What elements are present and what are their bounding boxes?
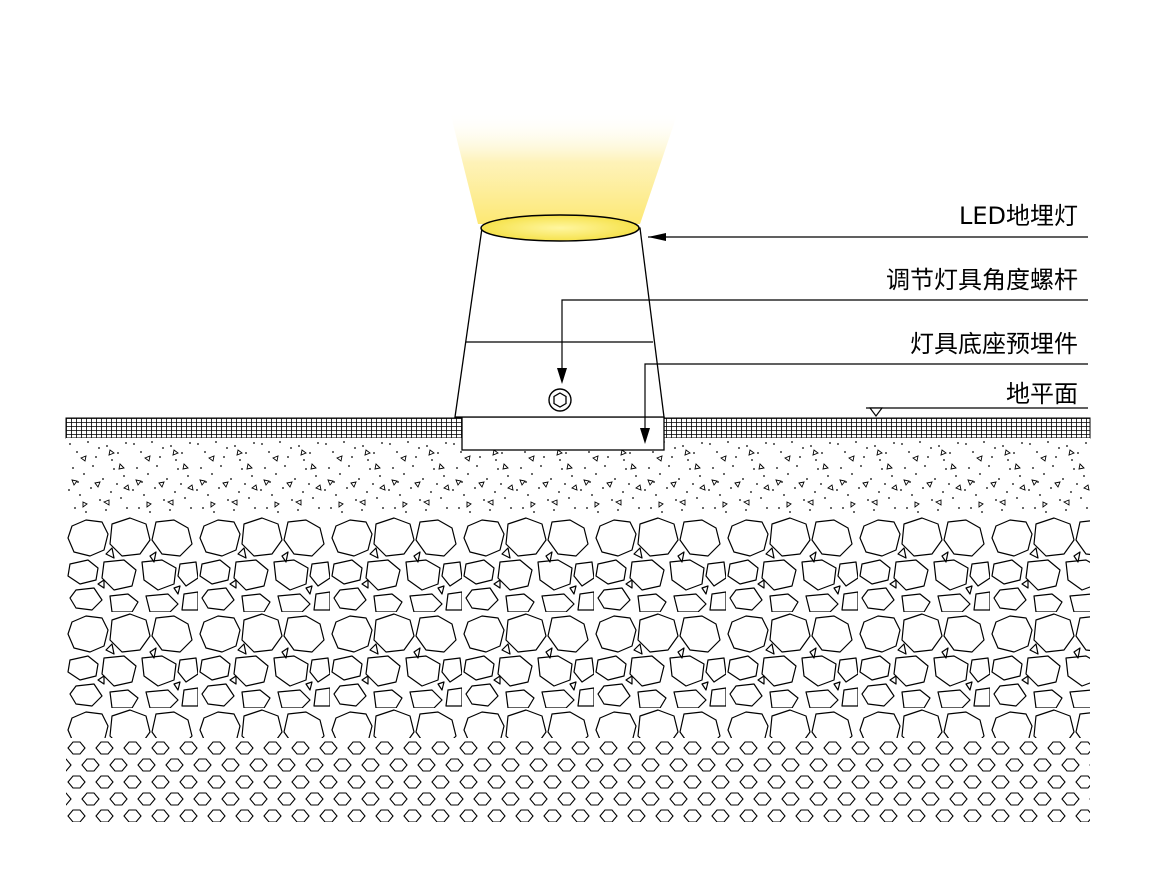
light-beam bbox=[450, 112, 678, 224]
leader-embedded-base-arrow bbox=[640, 428, 650, 444]
label-embedded-base: 灯具底座预埋件 bbox=[910, 330, 1078, 358]
leader-lines bbox=[557, 233, 1088, 444]
gravel-layer bbox=[66, 516, 1090, 738]
lens-ellipse bbox=[480, 214, 640, 242]
leader-adjust-screw bbox=[561, 299, 1088, 378]
label-led-light: LED地埋灯 bbox=[959, 202, 1078, 230]
label-adjust-screw: 调节灯具角度螺杆 bbox=[886, 266, 1078, 294]
ground-level-marker-icon bbox=[868, 407, 884, 417]
compacted-soil-layer bbox=[66, 740, 1090, 822]
sand-cushion-layer bbox=[66, 438, 1090, 516]
leader-adjust-screw-arrow bbox=[557, 368, 567, 384]
ground-layers bbox=[65, 417, 1091, 822]
adjust-screw-icon bbox=[548, 388, 572, 412]
leader-embedded-base bbox=[644, 363, 1088, 438]
embedded-base-block bbox=[461, 416, 665, 451]
label-ground-level: 地平面 bbox=[1006, 380, 1078, 408]
